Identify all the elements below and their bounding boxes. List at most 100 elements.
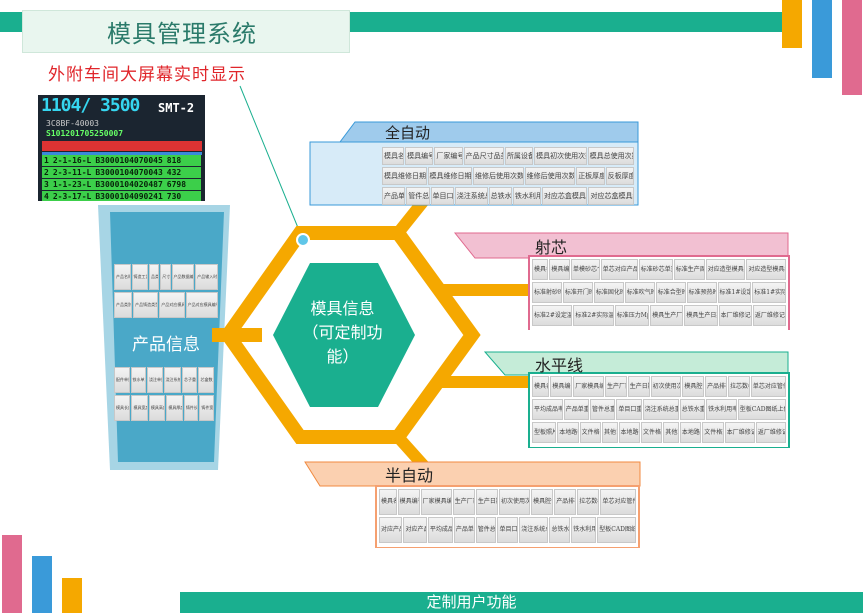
workshop-screen-photo: 1104/ 3500 SMT-2 3C8BF-40003 S1012017052… bbox=[38, 95, 205, 201]
field-cell: 浇注系统总重 bbox=[454, 187, 488, 205]
screen-count: 1104/ 3500 bbox=[41, 96, 140, 116]
field-cell: 产品排布 bbox=[554, 489, 577, 515]
field-cell: 模具腔个 bbox=[682, 376, 705, 397]
semi-auto-fields: 模具名模具编号厂家模具编号生产厂家生产日期初次使用次数模具腔个产品排布拉芯数模单… bbox=[377, 487, 638, 547]
field-cell: 产品对应模具 bbox=[159, 292, 185, 318]
callout-dot bbox=[296, 233, 310, 247]
field-cell: 管件总重 bbox=[406, 187, 430, 205]
center-line: 模具信息 bbox=[310, 299, 375, 318]
field-cell: 铁水利用率 bbox=[512, 187, 541, 205]
page-title: 模具管理系统 bbox=[22, 10, 350, 53]
center-line: 能） bbox=[326, 347, 359, 366]
field-cell: 标准1#设定温度 bbox=[717, 282, 752, 303]
field-cell: 浇注系统总重 bbox=[519, 517, 549, 543]
full-auto-fields: 模具名模具编号厂家编号产品尺寸品类所属设备模具初次使用次数模具总使用次数模具维修… bbox=[380, 145, 636, 209]
field-cell: 标准砂芯单重kg bbox=[638, 259, 673, 280]
field-cell: 单目口重 bbox=[497, 517, 519, 543]
field-cell: 产品数据编号 bbox=[171, 264, 195, 290]
field-cell: 模具名 bbox=[532, 376, 550, 397]
center-label: 模具信息 （可定制功 能） bbox=[290, 297, 395, 369]
field-cell: 管件总重 bbox=[590, 399, 616, 420]
field-cell: 产品尺寸品类 bbox=[463, 147, 504, 165]
field-cell: 模具编号 bbox=[405, 147, 434, 165]
field-cell: 模具长度(mm) bbox=[114, 395, 131, 421]
field-cell: 模具名 bbox=[382, 147, 405, 165]
field-cell: 型板照片2 bbox=[532, 422, 557, 443]
field-cell: 单目口重 bbox=[430, 187, 454, 205]
field-row: 模具名模具编号厂家模具编号生产厂家生产日期初次使用次数模具腔个产品排布拉芯数模单… bbox=[532, 376, 786, 397]
field-cell: 文件格式 bbox=[640, 422, 663, 443]
field-cell: 浇注系统总重 bbox=[642, 399, 679, 420]
field-cell: 芯子重量(kg) bbox=[181, 367, 198, 393]
field-cell: 初次使用次数 bbox=[498, 489, 531, 515]
field-row: 平均成品率产品单重管件总重单目口重浇注系统总重总铁水重铁水利用率型板CAD图纸上… bbox=[532, 399, 786, 420]
field-cell: 产品输入时间 bbox=[195, 264, 218, 290]
field-cell: 模具编号 bbox=[549, 259, 570, 280]
field-cell: 拉芯数模 bbox=[727, 376, 750, 397]
field-cell: 标准2#设定温度 bbox=[532, 305, 573, 326]
field-cell: 模具生产日期 bbox=[684, 305, 718, 326]
field-cell: 对应造型模具编号2 bbox=[746, 259, 787, 280]
field-row: 产品名称铸造工艺品类尺寸产品数据编号产品输入时间 bbox=[114, 264, 218, 290]
deco-bar-blue bbox=[812, 0, 832, 78]
field-row: 模具名模具编号单模砂芯个数单芯对应产品个数标准砂芯单重kg标准生产周期s对应造型… bbox=[532, 259, 787, 280]
field-cell: 对应产品3 bbox=[379, 517, 403, 543]
field-cell: 本地路径 bbox=[618, 422, 640, 443]
field-cell: 标准压力Mpa bbox=[614, 305, 650, 326]
field-cell: 尺寸 bbox=[160, 264, 171, 290]
field-cell: 浇注系统重(kg) bbox=[163, 367, 181, 393]
product-info-label: 产品信息 bbox=[132, 335, 200, 355]
field-cell: 模具编号 bbox=[397, 489, 420, 515]
field-cell: 拉芯数模 bbox=[577, 489, 600, 515]
core-fields: 模具名模具编号单模砂芯个数单芯对应产品个数标准砂芯单重kg标准生产周期s对应造型… bbox=[530, 257, 788, 330]
screen-machine: SMT-2 bbox=[158, 101, 195, 115]
horizontal-fields: 模具名模具编号厂家模具编号生产厂家生产日期初次使用次数模具腔个产品排布拉芯数模单… bbox=[530, 374, 788, 447]
field-row: 型板照片2本地路径文件格式其他1本地路径文件格式其他2本地路径文件格式本厂维修记… bbox=[532, 422, 786, 443]
screen-table-header bbox=[42, 152, 202, 155]
field-cell: 总铁水重 bbox=[549, 517, 571, 543]
field-cell: 对应芯盒模具编号1 bbox=[541, 187, 588, 205]
field-cell: 铁水利用率 bbox=[706, 399, 737, 420]
semi-auto-label: 半自动 bbox=[385, 466, 434, 485]
field-cell: 铸件宽(mm) bbox=[199, 395, 214, 421]
field-cell: 产品单重 bbox=[382, 187, 406, 205]
field-cell: 铸造工艺 bbox=[131, 264, 148, 290]
field-cell: 芯盒数量(kg) bbox=[198, 367, 214, 393]
horizontal-label: 水平线 bbox=[535, 355, 584, 375]
deco-bar-pink-bottom bbox=[2, 535, 22, 613]
field-cell: 单芯对应产品个数 bbox=[600, 259, 638, 280]
center-hexagon bbox=[273, 263, 415, 407]
field-cell: 单模砂芯个数 bbox=[570, 259, 600, 280]
deco-bar-orange bbox=[782, 0, 802, 48]
field-cell: 单芯对应管件数 bbox=[600, 489, 637, 515]
product-fields-bottom: 配件单重(kg)铁水单重(kg)浇注单重(kg)浇注系统重(kg)芯子重量(kg… bbox=[112, 365, 216, 425]
deco-bar-blue-bottom bbox=[32, 556, 52, 613]
core-label: 射芯 bbox=[535, 237, 568, 257]
field-cell: 本厂维修记录 bbox=[718, 305, 752, 326]
field-cell: 标准吹气时间s bbox=[624, 282, 655, 303]
footer-banner: 定制用户功能 bbox=[180, 592, 863, 613]
field-cell: 产品名称 bbox=[114, 264, 131, 290]
subtitle: 外附车间大屏幕实时显示 bbox=[48, 65, 246, 85]
field-cell: 所属设备 bbox=[504, 147, 534, 165]
field-cell: 单目口重 bbox=[616, 399, 642, 420]
field-row: 产品类别产品铸造类型产品对应模具产品对应模具编号 bbox=[114, 292, 218, 318]
field-cell: 模具维修日期2 bbox=[427, 167, 472, 185]
field-cell: 模具名 bbox=[532, 259, 549, 280]
field-cell: 平均成品率 bbox=[427, 517, 453, 543]
field-cell: 铸件长(mm) bbox=[183, 395, 199, 421]
field-cell: 其他2 bbox=[663, 422, 679, 443]
product-fields-top: 产品名称铸造工艺品类尺寸产品数据编号产品输入时间产品类别产品铸造类型产品对应模具… bbox=[112, 262, 220, 322]
full-auto-label: 全自动 bbox=[385, 123, 431, 142]
field-cell: 标准固化时间s bbox=[593, 282, 624, 303]
field-cell: 生产厂家 bbox=[604, 376, 627, 397]
field-cell: 正板厚度 bbox=[576, 167, 605, 185]
field-cell: 模具厚度(mm) bbox=[166, 395, 183, 421]
field-cell: 铁水单重(kg) bbox=[130, 367, 147, 393]
field-cell: 厂家模具编号 bbox=[420, 489, 452, 515]
